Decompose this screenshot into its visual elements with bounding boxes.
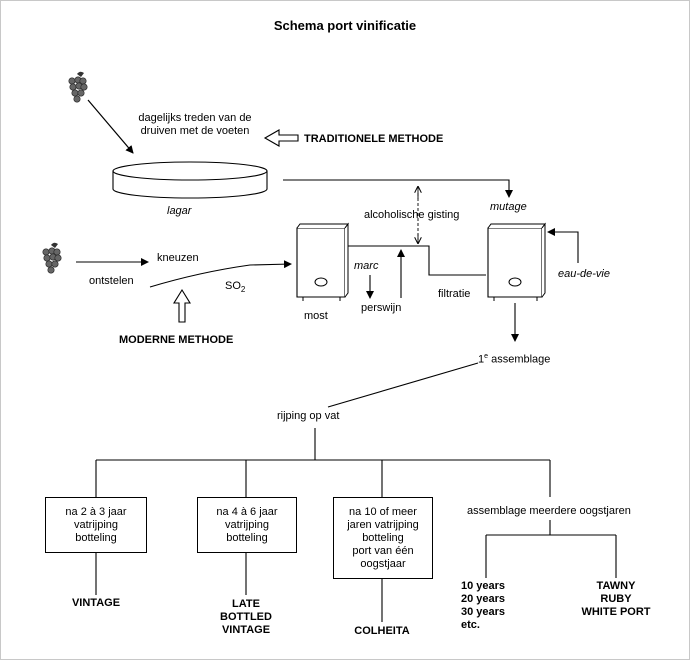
gisting-label: alcoholische gisting (364, 209, 460, 221)
filtratie-label: filtratie (438, 288, 471, 300)
meerdere-oogstjaren-label: assemblage meerdere oogstjaren (467, 505, 631, 517)
perswijn-label: perswijn (361, 302, 402, 314)
eau-de-vie-arrow (547, 228, 579, 263)
kneuzen-label: kneuzen (157, 252, 199, 264)
grape-bunch-icon (42, 242, 62, 274)
ontstelen-label: ontstelen (89, 275, 134, 287)
most-to-mutage-line (348, 245, 486, 276)
vintage-box: na 2 à 3 jaar vatrijping botteling (45, 497, 147, 553)
so2-label: SO2 (225, 280, 246, 295)
lagar-label: lagar (167, 205, 192, 217)
hollow-arrow-icon (263, 129, 299, 147)
most-label: most (304, 310, 328, 322)
lagar-vat (112, 161, 268, 199)
kneuzen-to-most-arrow (149, 260, 292, 288)
lagar-to-mutage-arrow (283, 179, 513, 198)
mutage-label: mutage (490, 201, 527, 213)
most-tank (296, 222, 349, 301)
assemblage-label: 1e assemblage (478, 353, 551, 366)
rijping-label: rijping op vat (277, 410, 340, 422)
lbv-box: na 4 à 6 jaar vatrijping botteling (197, 497, 297, 553)
assemblage-to-rijping-line (327, 362, 479, 408)
grapes-to-lagar-arrow (87, 99, 134, 154)
colheita-box: na 10 of meer jaren vatrijping botteling… (333, 497, 433, 579)
mutage-tank (487, 222, 546, 301)
so2-subscript: 2 (240, 285, 246, 295)
tawny-ruby-white-label: TAWNY RUBY WHITE PORT (581, 580, 651, 618)
treden-label: dagelijks treden van de druiven met de v… (138, 112, 252, 137)
eau-de-vie-label: eau-de-vie (558, 268, 610, 280)
lbv-label: LATE BOTTLED VINTAGE (220, 598, 272, 636)
grape-bunch-icon (68, 71, 88, 103)
marc-label: marc (354, 260, 379, 272)
assemblage-superscript: e (484, 353, 489, 360)
traditionele-methode-label: TRADITIONELE METHODE (304, 133, 444, 145)
moderne-methode-label: MODERNE METHODE (119, 334, 234, 346)
vintage-label: VINTAGE (71, 597, 121, 609)
hollow-arrow-icon (173, 288, 191, 323)
colheita-label: COLHEITA (354, 625, 410, 637)
years-label: 10 years 20 years 30 years etc. (461, 580, 506, 631)
rijping-tree (95, 428, 617, 622)
diagram-title: Schema port vinificatie (273, 18, 417, 33)
